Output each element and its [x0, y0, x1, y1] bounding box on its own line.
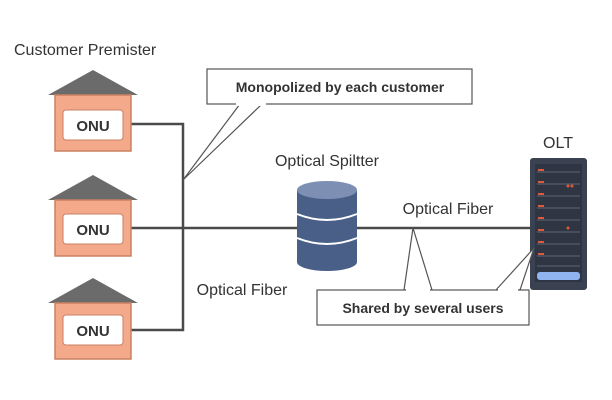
- optical-splitter-label: Optical Spiltter: [275, 153, 380, 170]
- rack-slots: [537, 171, 580, 267]
- callout-monopolized-text: Monopolized by each customer: [236, 79, 445, 95]
- onu-box: [62, 109, 124, 141]
- callout-monopolized: Monopolized by each customer: [182, 68, 473, 181]
- onu-label: ONU: [76, 323, 109, 340]
- callout-box: [206, 68, 473, 105]
- optical-fiber-right-label: Optical Fiber: [403, 201, 494, 218]
- callout-join: [406, 288, 430, 292]
- olt-rack-icon: [530, 158, 587, 290]
- cylinder-bottom: [297, 253, 357, 271]
- onu-box: [62, 213, 124, 245]
- house-roof: [48, 278, 138, 303]
- rack-panel: [537, 272, 580, 280]
- rack-leds: [538, 169, 574, 255]
- house-2: ONU: [48, 175, 138, 257]
- cylinder-band: [296, 213, 358, 221]
- house-roof: [48, 70, 138, 95]
- cylinder-band: [296, 237, 358, 245]
- callout-join: [236, 102, 266, 106]
- customer-premises-label: Customer Premister: [14, 42, 157, 59]
- onu-label: ONU: [76, 118, 109, 135]
- callout-pointer-right: [494, 247, 535, 291]
- callout-shared-text: Shared by several users: [342, 300, 503, 316]
- fiber-lines: [128, 122, 534, 332]
- onu-box: [62, 314, 124, 346]
- house-roof: [48, 175, 138, 200]
- callout-shared: Shared by several users: [316, 227, 535, 326]
- cylinder-body: [297, 190, 357, 262]
- onu-label: ONU: [76, 222, 109, 239]
- optical-fiber-left-label: Optical Fiber: [197, 282, 288, 299]
- callout-join: [498, 288, 518, 292]
- optical-splitter-icon: [296, 181, 358, 271]
- house-1: ONU: [48, 70, 138, 152]
- callout-pointer: [182, 103, 264, 181]
- cylinder-top: [297, 181, 357, 199]
- olt-label: OLT: [543, 135, 573, 152]
- callout-pointer-left: [403, 227, 433, 291]
- house-3: ONU: [48, 278, 138, 360]
